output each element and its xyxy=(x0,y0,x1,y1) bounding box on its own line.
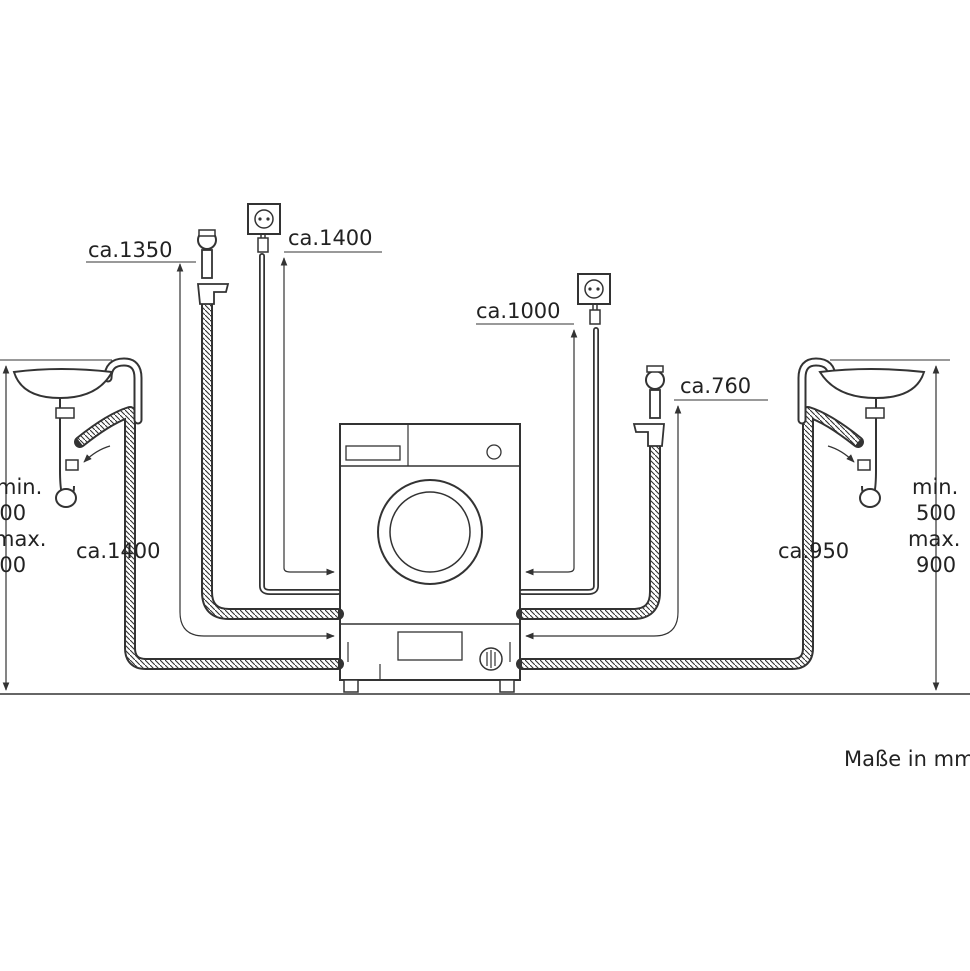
height-right-line-3: max. xyxy=(908,527,960,551)
drain-hose-right xyxy=(516,357,864,670)
label-drain-right: ca.950 xyxy=(778,539,849,563)
door-outer-ring xyxy=(377,479,483,585)
inlet-hose-right xyxy=(516,438,661,620)
program-knob xyxy=(486,444,502,460)
washing-machine xyxy=(339,423,521,693)
label-power-right: ca.1000 xyxy=(476,299,561,323)
machine-body xyxy=(339,423,521,681)
power-cable-right xyxy=(519,327,599,595)
height-left-line-3: max. xyxy=(0,527,46,551)
inlet-hose-left xyxy=(201,296,344,620)
label-drain-left: ca.1400 xyxy=(76,539,161,563)
sink-left xyxy=(12,368,114,508)
label-water-inlet-right: ca.760 xyxy=(680,374,751,398)
plinth-flap xyxy=(397,631,463,661)
water-tap-left xyxy=(197,229,230,305)
drain-hose-left xyxy=(74,357,344,670)
foot-right xyxy=(499,679,515,693)
detergent-drawer xyxy=(345,445,401,461)
height-left-line-2: 500 xyxy=(0,501,26,525)
sink-right xyxy=(818,368,926,508)
height-left-line-1: min. xyxy=(0,475,42,499)
water-tap-right xyxy=(632,365,665,447)
height-right-line-2: 500 xyxy=(916,501,956,525)
label-power-left: ca.1400 xyxy=(288,226,373,250)
height-dimension-left xyxy=(0,359,112,691)
power-cable-left xyxy=(259,253,341,595)
dimension-arrows-right xyxy=(525,329,855,640)
power-socket-left xyxy=(247,203,281,253)
height-left-line-4: 900 xyxy=(0,553,26,577)
foot-left xyxy=(343,679,359,693)
dimension-arrows-left xyxy=(83,257,335,640)
power-socket-right xyxy=(577,273,611,325)
door-inner-glass xyxy=(389,491,471,573)
units-note: Maße in mm xyxy=(844,747,970,771)
height-dimension-right xyxy=(830,359,950,691)
label-water-inlet-left: ca.1350 xyxy=(88,238,173,262)
height-right-line-4: 900 xyxy=(916,553,956,577)
height-right-line-1: min. xyxy=(912,475,958,499)
drain-filter-cap xyxy=(479,647,503,671)
